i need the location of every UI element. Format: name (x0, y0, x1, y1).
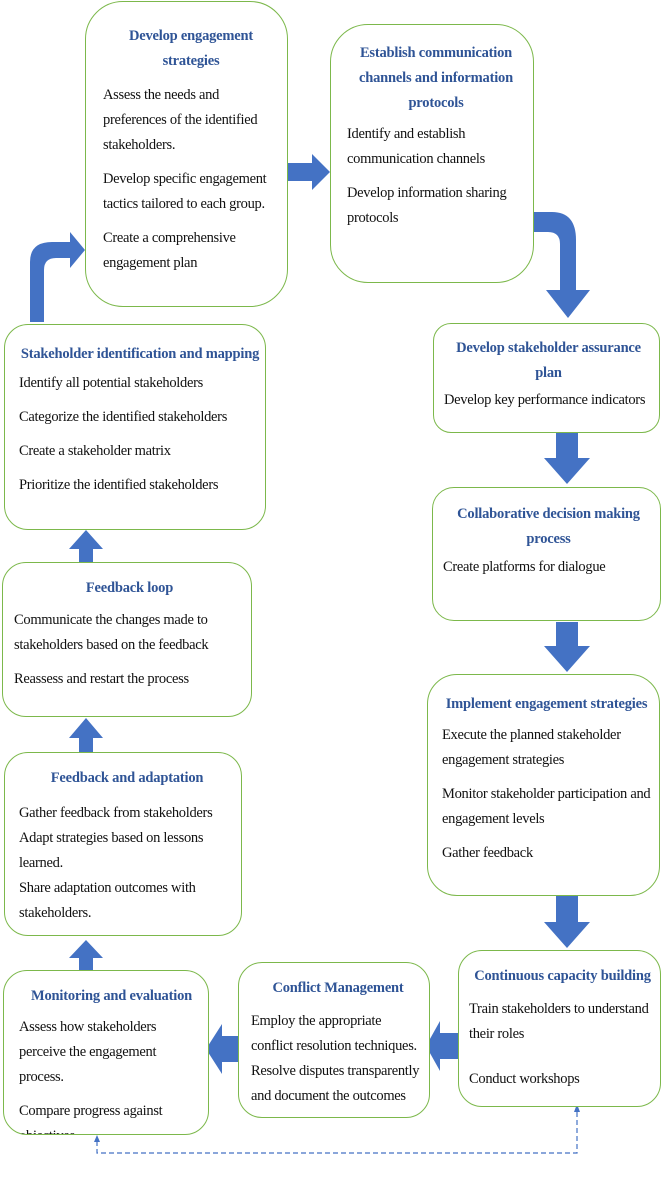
step-item: Communicate the changes made to stakehol… (14, 612, 209, 653)
step-item: Compare progress against objectives (19, 1103, 163, 1134)
step-item: Resolve disputes transparently and docum… (251, 1063, 420, 1104)
step-title: Collaborative decision making process (457, 506, 640, 547)
step-feedback-loop: Feedback loop Communicate the changes ma… (2, 562, 252, 717)
arrow-left-icon (206, 1024, 238, 1074)
step-item: Conduct workshops (469, 1071, 580, 1087)
step-item: Assess how stakeholders perceive the eng… (19, 1019, 157, 1085)
step-establish-communication: Establish communication channels and inf… (330, 24, 534, 283)
step-item: Gather feedback from stakeholders (19, 805, 213, 821)
arrow-right-icon (288, 154, 330, 190)
step-title: Feedback and adaptation (50, 770, 204, 786)
step-item: Create a comprehensive engagement plan (103, 230, 236, 271)
step-stakeholder-identification-mapping: Stakeholder identification and mapping I… (4, 324, 266, 530)
dashed-feedback-line (96, 1112, 578, 1154)
step-title: Conflict Management (272, 980, 404, 996)
arrow-up-icon (69, 530, 103, 563)
arrow-down-icon (544, 622, 590, 672)
step-item: Create a stakeholder matrix (19, 443, 171, 459)
dashed-arrowhead-icon (574, 1104, 580, 1112)
step-continuous-capacity-building: Continuous capacity building Train stake… (458, 950, 661, 1107)
step-title: Stakeholder identification and mapping (20, 346, 260, 362)
step-item: Gather feedback (442, 845, 533, 861)
arrow-left-icon (426, 1021, 458, 1071)
step-title: Continuous capacity building (474, 968, 651, 984)
step-item: Train stakeholders to understand their r… (469, 1001, 649, 1042)
step-item: Reassess and restart the process (14, 671, 189, 687)
step-item: Prioritize the identified stakeholders (19, 477, 219, 493)
step-item: Develop key performance indicators (444, 392, 646, 408)
dashed-arrowhead-icon (94, 1135, 100, 1142)
step-title: Establish communication channels and inf… (359, 45, 513, 111)
step-feedback-and-adaptation: Feedback and adaptation Gather feedback … (4, 752, 242, 936)
step-item: Identify all potential stakeholders (19, 375, 203, 391)
step-item: Categorize the identified stakeholders (19, 409, 228, 425)
step-item: Develop specific engagement tactics tail… (103, 171, 267, 212)
arrow-curve-down-icon (534, 212, 590, 318)
step-item: Assess the needs and preferences of the … (103, 87, 258, 153)
arrow-up-icon (69, 718, 103, 752)
step-title: Feedback loop (85, 580, 174, 596)
step-item: Monitor stakeholder participation and en… (442, 786, 651, 827)
step-item: Develop information sharing protocols (347, 185, 507, 226)
arrow-down-icon (544, 896, 590, 948)
step-stakeholder-assurance-plan: Develop stakeholder assurance plan Devel… (433, 323, 660, 433)
step-item: Adapt strategies based on lessons learne… (19, 830, 204, 871)
arrow-curve-up-icon (30, 232, 85, 322)
step-title: Develop stakeholder assurance plan (456, 340, 641, 381)
step-title: Develop engagement strategies (128, 28, 254, 69)
step-item: Create platforms for dialogue (443, 559, 606, 575)
step-monitoring-and-evaluation: Monitoring and evaluation Assess how sta… (3, 970, 209, 1135)
step-item: Share adaptation outcomes with stakehold… (19, 880, 196, 921)
step-collaborative-decision-making: Collaborative decision making process Cr… (432, 487, 661, 621)
step-title: Implement engagement strategies (445, 696, 648, 712)
step-item: Execute the planned stakeholder engageme… (442, 727, 621, 768)
step-implement-engagement-strategies: Implement engagement strategies Execute … (427, 674, 660, 896)
step-conflict-management: Conflict Management Employ the appropria… (238, 962, 430, 1118)
step-item: Identify and establish communication cha… (347, 126, 485, 167)
arrow-down-icon (544, 432, 590, 484)
step-develop-engagement-strategies: Develop engagement strategies Assess the… (85, 1, 288, 307)
step-item: Employ the appropriate conflict resoluti… (251, 1013, 417, 1054)
arrow-up-icon (69, 940, 103, 970)
step-title: Monitoring and evaluation (31, 988, 192, 1004)
